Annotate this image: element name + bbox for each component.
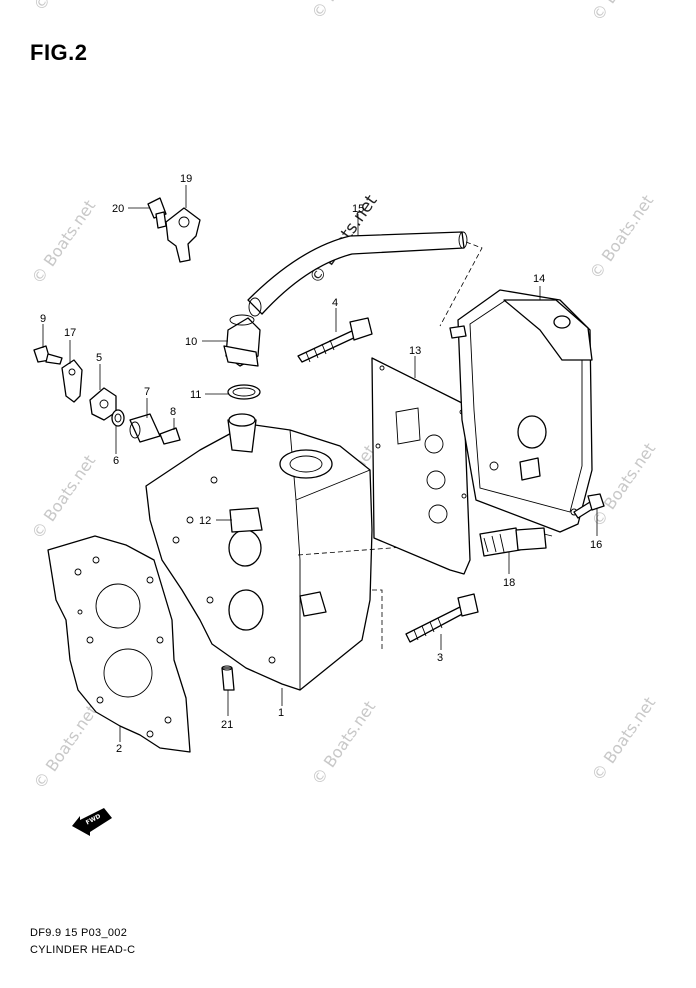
callout-2: 2 xyxy=(116,743,122,755)
callout-7: 7 xyxy=(144,386,150,398)
callout-6: 6 xyxy=(113,455,119,467)
callout-11: 11 xyxy=(190,389,201,401)
figure-code: DF9.9 15 P03_002 xyxy=(30,927,128,939)
part-cylinder-head-cover xyxy=(449,289,593,533)
part-anode xyxy=(129,413,161,443)
part-anode-screw xyxy=(159,427,181,445)
figure-title: FIG.2 xyxy=(30,40,88,65)
part-o-ring xyxy=(227,384,261,400)
callout-1: 1 xyxy=(278,707,284,719)
callout-9: 9 xyxy=(40,313,46,325)
leader-lines xyxy=(42,185,598,742)
callout-4: 4 xyxy=(332,297,338,309)
part-hose xyxy=(247,231,483,327)
watermark: © Boats.net xyxy=(30,0,102,14)
figure-caption: CYLINDER HEAD-C xyxy=(30,944,136,956)
part-bolt-long xyxy=(405,593,479,643)
part-thermostat-cap xyxy=(223,314,261,367)
callout-17: 17 xyxy=(64,327,76,339)
part-washer xyxy=(111,409,125,427)
part-clamp-bracket xyxy=(61,359,83,403)
callout-8: 8 xyxy=(170,406,176,418)
watermark: © Boats.net xyxy=(28,451,100,542)
watermark: © Boats.net xyxy=(588,0,660,24)
forward-direction-badge: FWD xyxy=(72,808,112,836)
part-spark-plug xyxy=(479,527,553,557)
watermark: © Boats.net xyxy=(588,439,660,530)
watermark: © Boats.net xyxy=(586,191,658,282)
part-bracket xyxy=(165,207,201,263)
callout-labels: 19 20 15 14 4 9 17 5 7 8 6 10 11 13 12 1… xyxy=(40,173,602,755)
part-bolt-upper xyxy=(297,317,373,363)
part-cylinder-head xyxy=(145,413,471,691)
callout-10: 10 xyxy=(185,336,197,348)
part-bracket-bolt xyxy=(147,197,167,229)
callout-19: 19 xyxy=(180,173,192,185)
callout-14: 14 xyxy=(533,273,545,285)
callout-16: 16 xyxy=(590,539,602,551)
watermark: © Boats.net xyxy=(30,701,102,792)
watermark: © Boats.net xyxy=(588,693,660,784)
watermark: © Boats.net xyxy=(28,196,100,287)
callout-15: 15 xyxy=(352,203,364,215)
watermark: © Boats.net xyxy=(308,697,380,788)
part-cylinder-head-gasket xyxy=(47,535,191,753)
part-cover-gasket xyxy=(371,357,471,575)
part-dowel-pin xyxy=(221,665,235,691)
callout-12: 12 xyxy=(199,515,211,527)
callout-21: 21 xyxy=(221,719,233,731)
part-cover-bolt xyxy=(573,493,605,519)
callout-5: 5 xyxy=(96,352,102,364)
watermark: © Boats.net xyxy=(308,0,380,22)
callout-3: 3 xyxy=(437,652,443,664)
callout-13: 13 xyxy=(409,345,421,357)
part-small-bolt xyxy=(33,345,63,365)
callout-18: 18 xyxy=(503,577,515,589)
callout-20: 20 xyxy=(112,203,124,215)
